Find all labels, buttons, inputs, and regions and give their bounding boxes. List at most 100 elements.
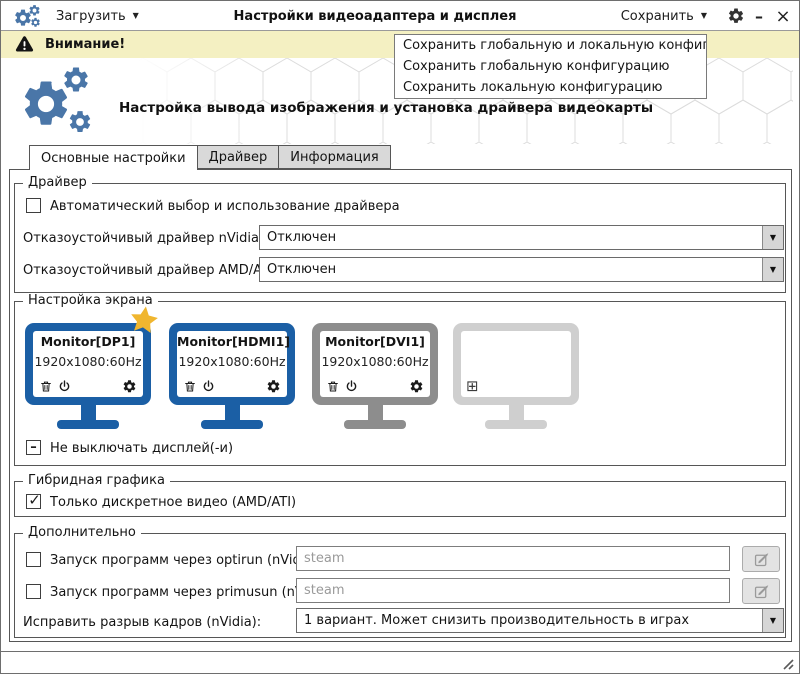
group-screen: Настройка экрана xyxy=(14,293,786,466)
menu-item-save-local[interactable]: Сохранить локальную конфигурацию xyxy=(403,80,663,95)
group-hybrid: Гибридная графика xyxy=(14,473,786,517)
nvidia-failsafe-value: Отключен xyxy=(267,230,337,245)
optirun-command-input[interactable] xyxy=(296,546,730,571)
group-extra-title: Дополнительно xyxy=(23,525,141,540)
settings-gear-button[interactable] xyxy=(727,7,745,25)
group-driver-title: Драйвер xyxy=(23,175,92,190)
delete-monitor-icon[interactable] xyxy=(39,379,53,394)
monitor-resolution: 1920x1080:60Hz xyxy=(34,354,142,369)
monitor-screen: Monitor[DVI1] 1920x1080:60Hz xyxy=(312,323,438,405)
monitor-stand xyxy=(224,405,240,420)
monitor-settings-gear-icon[interactable] xyxy=(122,379,137,394)
monitor-base xyxy=(344,420,406,429)
nvidia-failsafe-dropdown-button[interactable]: ▼ xyxy=(762,226,783,249)
monitor-inner: ⊞ xyxy=(461,331,571,397)
monitor-base xyxy=(57,420,119,429)
auto-driver-checkbox[interactable] xyxy=(26,198,41,213)
group-hybrid-title: Гибридная графика xyxy=(23,473,170,488)
amd-failsafe-value: Отключен xyxy=(267,262,337,277)
warning-triangle-icon xyxy=(14,34,35,55)
monitor-stand xyxy=(80,405,96,420)
pattern-fade-overlay xyxy=(119,58,269,144)
monitor-inner: Monitor[HDMI1] 1920x1080:60Hz xyxy=(177,331,290,397)
save-dropdown-menu: Сохранить глобальную и локальную конфигу… xyxy=(394,34,707,99)
delete-monitor-icon[interactable] xyxy=(326,379,340,394)
monitor-inner: Monitor[DVI1] 1920x1080:60Hz xyxy=(320,331,430,397)
monitor-name: Monitor[HDMI1] xyxy=(177,334,290,349)
monitor-card-add[interactable]: ⊞ xyxy=(453,323,579,429)
amd-failsafe-label: Отказоустойчивый драйвер AMD/ATI: xyxy=(23,263,278,278)
tearing-fix-label: Исправить разрыв кадров (nVidia): xyxy=(23,615,262,630)
power-monitor-icon[interactable] xyxy=(201,379,216,394)
menu-item-save-global[interactable]: Сохранить глобальную конфигурацию xyxy=(403,59,670,74)
delete-monitor-icon[interactable] xyxy=(183,379,197,394)
app-logo-large-gears-icon xyxy=(17,63,117,141)
tearing-fix-select[interactable]: 1 вариант. Может снизить производительно… xyxy=(296,608,784,633)
keep-display-on-checkbox[interactable]: – xyxy=(26,440,41,455)
optirun-label: Запуск программ через optirun (nVidia): xyxy=(50,553,322,568)
tearing-fix-value: 1 вариант. Может снизить производительно… xyxy=(304,613,690,628)
primusun-command-input[interactable] xyxy=(296,578,730,603)
load-button[interactable]: Загрузить ▼ xyxy=(56,1,139,31)
add-monitor-icon[interactable]: ⊞ xyxy=(466,377,479,395)
primusun-edit-button[interactable] xyxy=(742,578,780,604)
pencil-icon xyxy=(754,584,769,598)
group-driver: Драйвер xyxy=(14,175,786,293)
monitor-card-dvi1[interactable]: Monitor[DVI1] 1920x1080:60Hz xyxy=(312,323,438,429)
amd-failsafe-select[interactable]: Отключен ▼ xyxy=(259,257,784,282)
pencil-icon xyxy=(754,552,769,566)
monitor-screen: ⊞ xyxy=(453,323,579,405)
status-bar xyxy=(1,651,799,673)
keep-display-on-label: Не выключать дисплей(-и) xyxy=(50,441,234,456)
group-extra: Дополнительно xyxy=(14,525,786,638)
save-button-label: Сохранить xyxy=(620,8,694,24)
amd-failsafe-dropdown-button[interactable]: ▼ xyxy=(762,258,783,281)
monitor-resolution: 1920x1080:60Hz xyxy=(178,354,286,369)
tab-main-settings[interactable]: Основные настройки xyxy=(29,145,198,170)
monitor-base xyxy=(201,420,263,429)
optirun-checkbox[interactable] xyxy=(26,552,41,567)
primusun-label: Запуск программ через primusun (nVidia): xyxy=(50,585,337,600)
monitor-settings-gear-icon[interactable] xyxy=(409,379,424,394)
monitor-card-dp1[interactable]: Monitor[DP1] 1920x1080:60Hz xyxy=(25,304,160,429)
title-bar: Загрузить ▼ Настройки видеоадаптера и ди… xyxy=(1,1,799,31)
tab-driver[interactable]: Драйвер xyxy=(196,145,280,169)
primary-star-icon xyxy=(126,302,162,338)
monitor-name: Monitor[DVI1] xyxy=(325,334,425,349)
close-button[interactable]: × xyxy=(775,5,791,27)
chevron-down-icon: ▼ xyxy=(769,232,777,242)
tab-bar: Основные настройки Драйвер Информация xyxy=(29,145,391,170)
discrete-only-checkbox[interactable]: ✓ xyxy=(26,491,41,509)
chevron-down-icon: ▼ xyxy=(132,11,139,20)
monitor-base xyxy=(485,420,547,429)
discrete-only-label: Только дискретное видео (AMD/ATI) xyxy=(50,495,297,510)
load-button-label: Загрузить xyxy=(56,8,126,24)
nvidia-failsafe-label: Отказоустойчивый драйвер nVidia: xyxy=(23,231,264,246)
monitor-screen: Monitor[HDMI1] 1920x1080:60Hz xyxy=(169,323,295,405)
monitor-stand xyxy=(508,405,524,420)
power-monitor-icon[interactable] xyxy=(57,379,72,394)
chevron-down-icon: ▼ xyxy=(769,615,777,625)
minimize-button[interactable]: – xyxy=(755,6,763,26)
menu-item-save-global-and-local[interactable]: Сохранить глобальную и локальную конфигу… xyxy=(403,38,706,53)
power-monitor-icon[interactable] xyxy=(344,379,359,394)
save-button[interactable]: Сохранить ▼ xyxy=(621,1,707,31)
resize-grip-icon[interactable] xyxy=(780,656,794,670)
monitor-screen: Monitor[DP1] 1920x1080:60Hz xyxy=(25,304,160,405)
page-title: Настройка вывода изображения и установка… xyxy=(119,100,654,116)
group-screen-title: Настройка экрана xyxy=(23,293,158,308)
checkmark-icon: ✓ xyxy=(28,491,41,509)
monitor-name: Monitor[DP1] xyxy=(40,334,136,349)
monitor-inner: Monitor[DP1] 1920x1080:60Hz xyxy=(33,331,143,397)
auto-driver-label: Автоматический выбор и использование дра… xyxy=(50,199,400,214)
optirun-edit-button[interactable] xyxy=(742,546,780,572)
monitor-settings-gear-icon[interactable] xyxy=(266,379,281,394)
warning-label: Внимание! xyxy=(45,37,126,52)
tab-information[interactable]: Информация xyxy=(278,145,391,169)
nvidia-failsafe-select[interactable]: Отключен ▼ xyxy=(259,225,784,250)
primusun-checkbox[interactable] xyxy=(26,584,41,599)
chevron-down-icon: ▼ xyxy=(700,11,707,20)
tearing-fix-dropdown-button[interactable]: ▼ xyxy=(762,609,783,632)
monitor-card-hdmi1[interactable]: Monitor[HDMI1] 1920x1080:60Hz xyxy=(169,323,295,429)
